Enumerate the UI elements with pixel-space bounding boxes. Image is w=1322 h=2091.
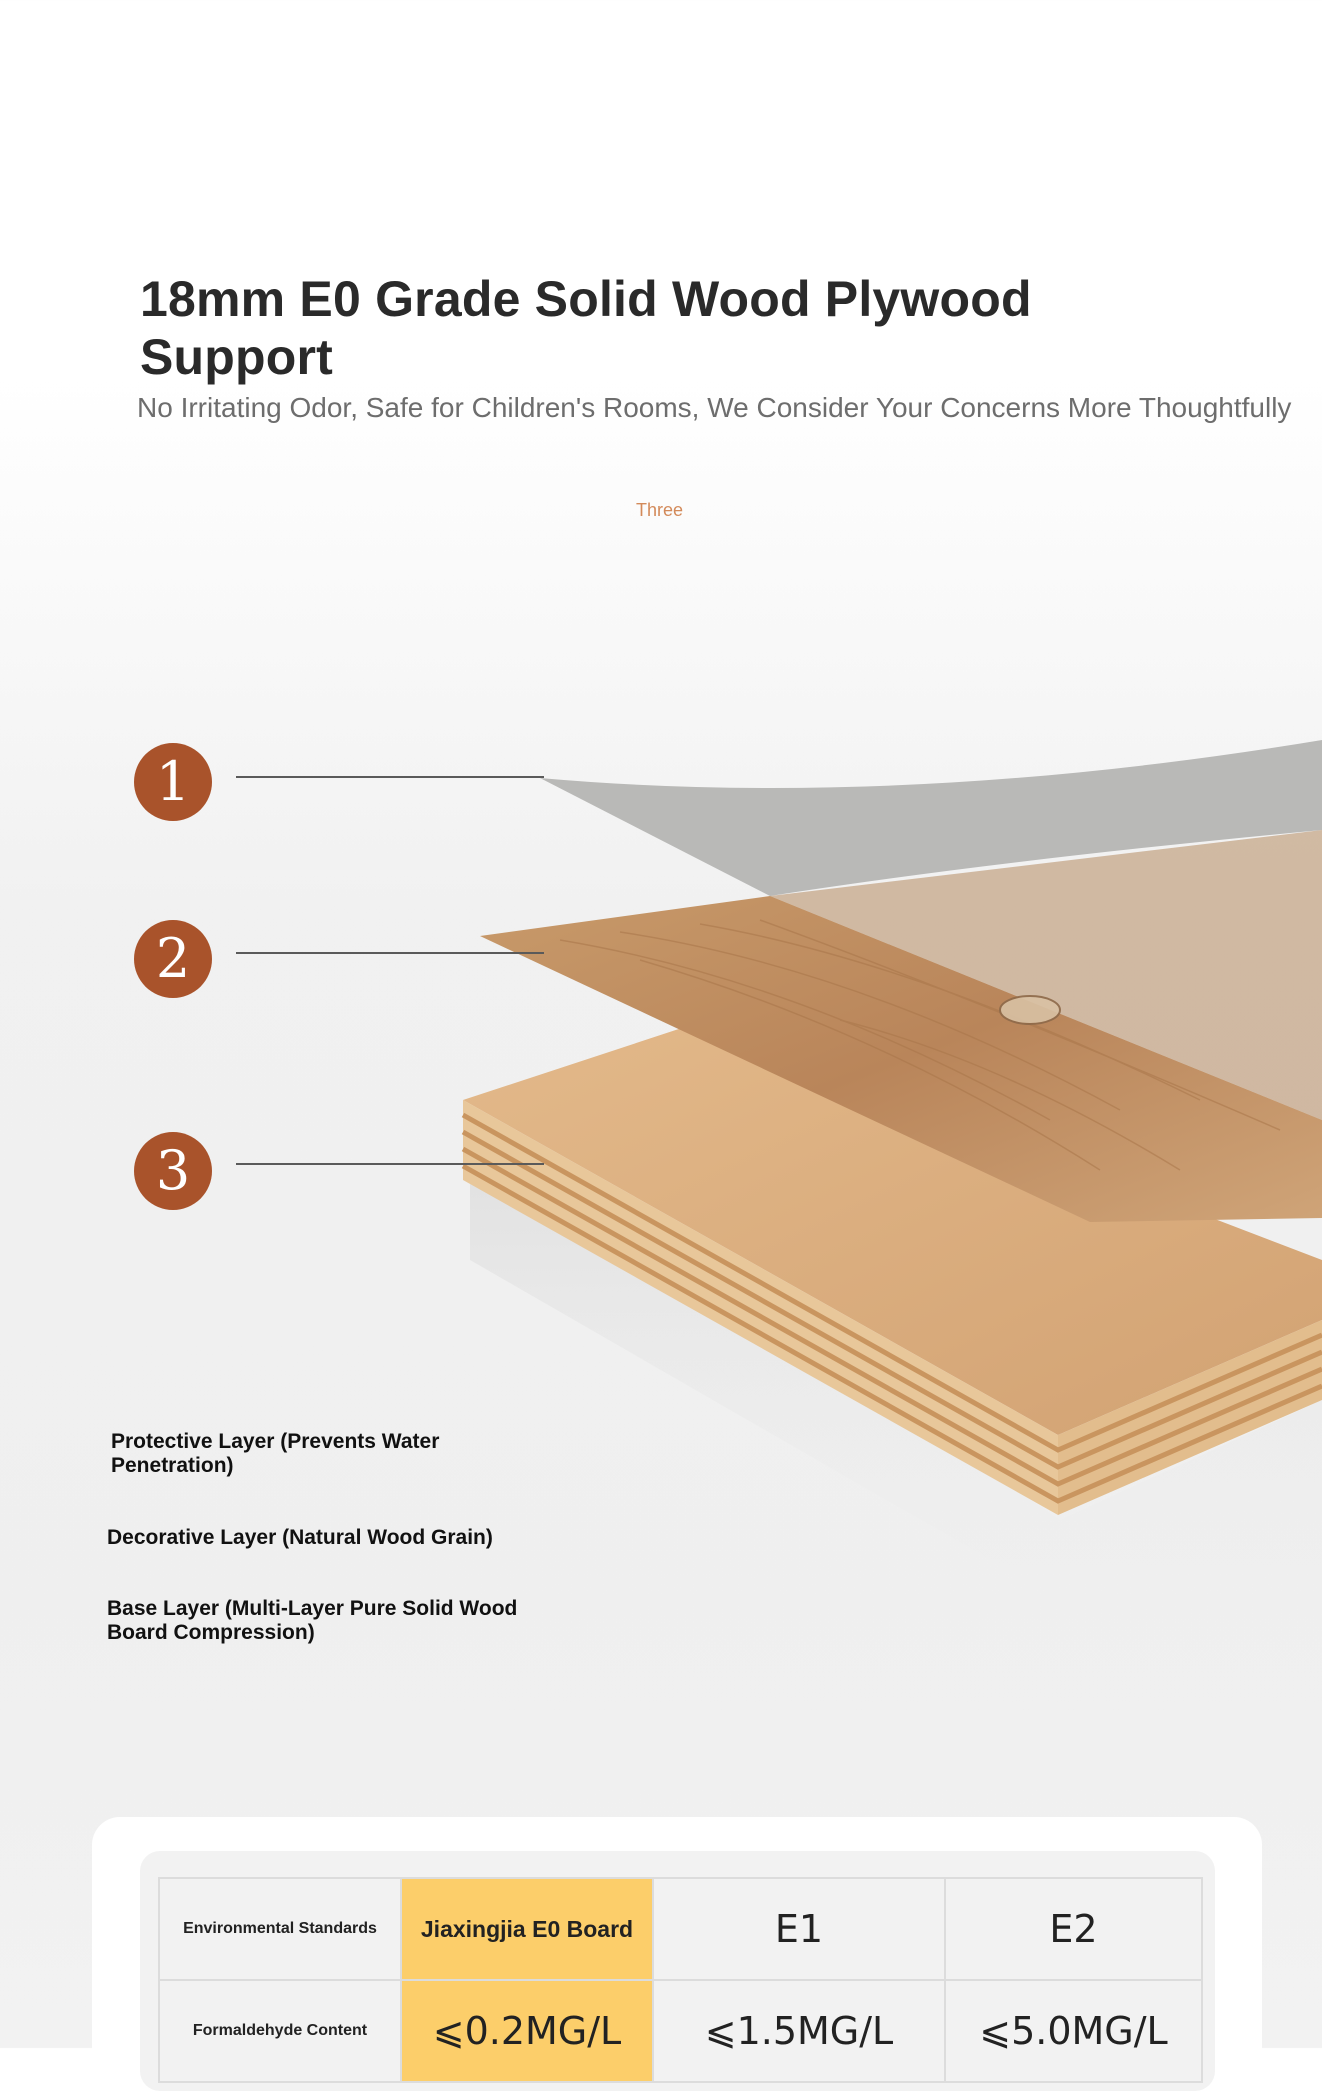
leader-line-2 <box>236 952 544 954</box>
leader-line-3 <box>236 1163 544 1165</box>
table-header-cell: Environmental Standards <box>158 1877 402 1981</box>
table-row: Formaldehyde Content ⩽0.2MG/L ⩽1.5MG/L ⩽… <box>158 1979 1203 2083</box>
layer-marker-3: 3 <box>134 1132 212 1210</box>
spec-table: Environmental Standards Jiaxingjia E0 Bo… <box>158 1877 1203 2083</box>
table-cell: ⩽1.5MG/L <box>652 1979 946 2083</box>
layer-marker-1: 1 <box>134 743 212 821</box>
step-label: Three <box>636 500 684 520</box>
table-row: Environmental Standards Jiaxingjia E0 Bo… <box>158 1877 1203 1981</box>
table-cell: ⩽5.0MG/L <box>944 1979 1203 2083</box>
table-cell: ⩽0.2MG/L <box>400 1979 654 2083</box>
leader-line-1 <box>236 776 544 778</box>
table-cell: Formaldehyde Content <box>158 1979 402 2083</box>
table-header-cell: E2 <box>944 1877 1203 1981</box>
layer-marker-2: 2 <box>134 920 212 998</box>
protective-layer-label: Protective Layer (Prevents Water Penetra… <box>111 1430 440 1477</box>
decorative-layer-label: Decorative Layer (Natural Wood Grain) <box>107 1526 493 1549</box>
page-title: 18mm E0 Grade Solid Wood Plywood Support <box>140 271 1032 385</box>
base-layer-label: Base Layer (Multi-Layer Pure Solid Wood … <box>107 1597 518 1644</box>
page-subtitle: No Irritating Odor, Safe for Children's … <box>137 392 1292 423</box>
plywood-layers-illustration <box>461 740 1322 1600</box>
table-header-cell: E1 <box>652 1877 946 1981</box>
table-header-cell: Jiaxingjia E0 Board <box>400 1877 654 1981</box>
